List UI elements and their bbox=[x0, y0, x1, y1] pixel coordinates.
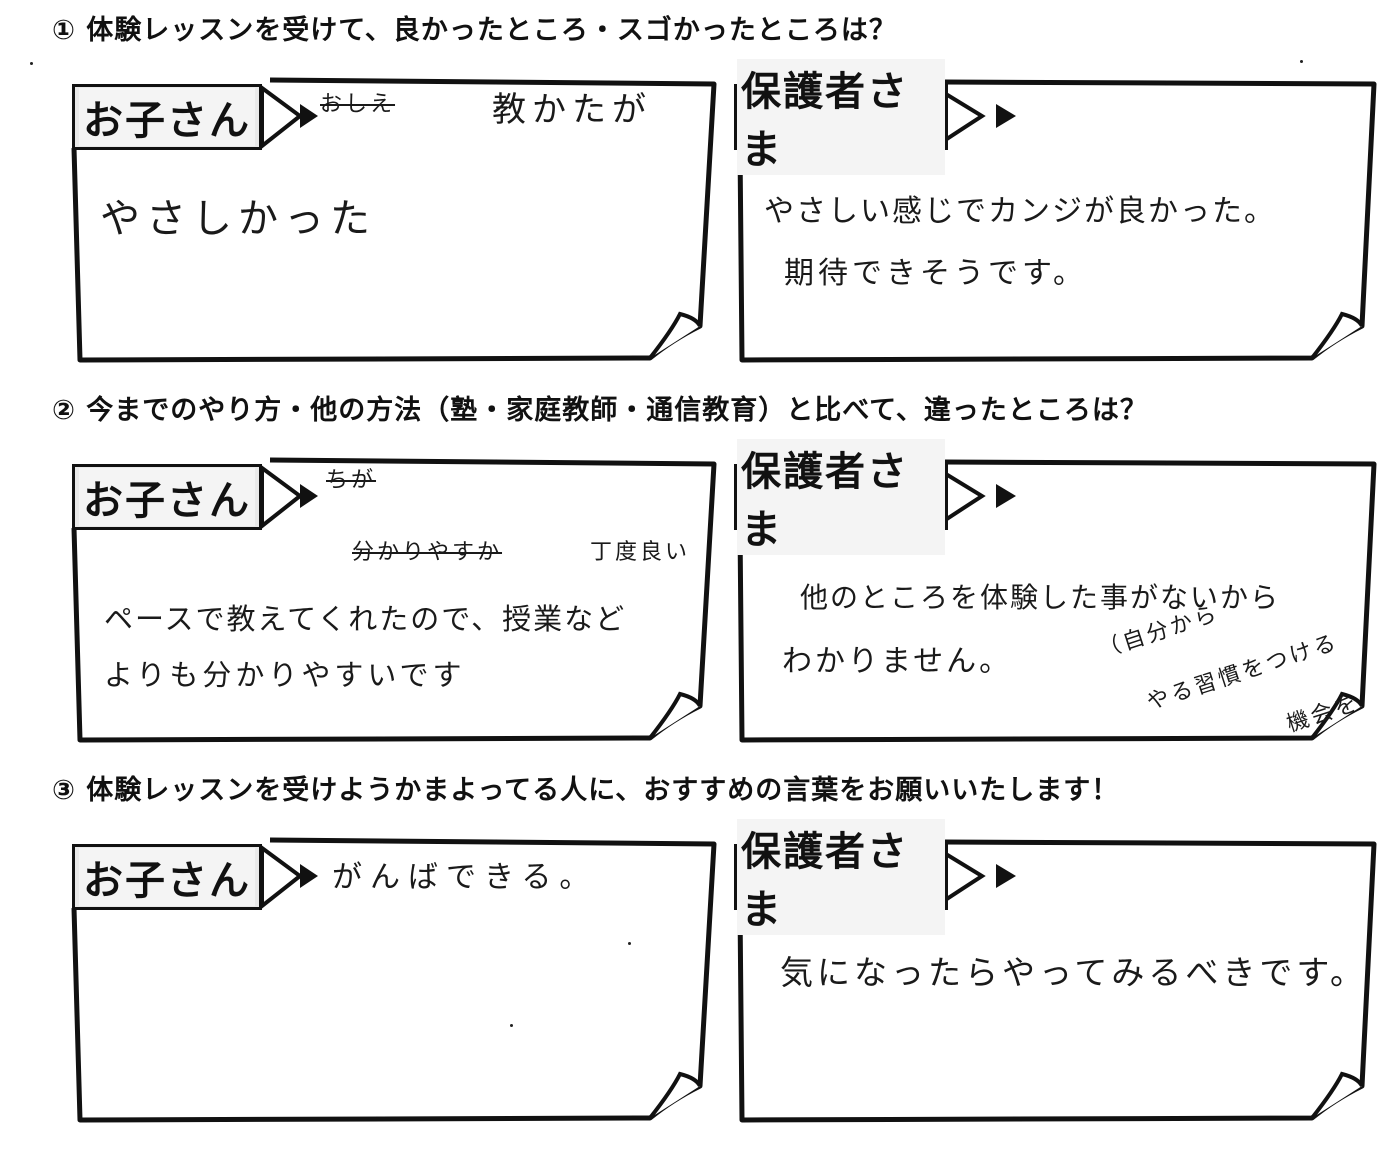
question-3: ③ 体験レッスンを受けようかまよってる人に、おすすめの言葉をお願いいたします！ bbox=[52, 775, 1120, 806]
q1-child-line1: やさしかった bbox=[100, 196, 376, 242]
q1-child-card: お子さん おしえ 教かたが やさしかった bbox=[60, 68, 720, 364]
question-2: ② 今までのやり方・他の方法（塾・家庭教師・通信教育）と比べて、違ったところは？ bbox=[52, 395, 1148, 426]
q1-parent-card: 保護者さま やさしい感じでカンジが良かった。 期待できそうです。 bbox=[722, 59, 1382, 364]
q1-child-struck: おしえ bbox=[320, 92, 396, 117]
q1-child-top: 教かたが bbox=[492, 90, 652, 130]
q2-child-top-struck: 分かりやすか bbox=[352, 540, 503, 565]
q2-parent-card: 保護者さま 他のところを体験した事がないから わかりません。 （自分から やる習… bbox=[722, 439, 1382, 744]
q3-child-card: お子さん がんばできる。 bbox=[60, 828, 720, 1124]
parent-label: 保護者さま bbox=[734, 819, 948, 935]
speck bbox=[628, 942, 631, 945]
q2-child-line2: よりも分かりやすいです bbox=[104, 658, 466, 692]
parent-label: 保護者さま bbox=[734, 59, 948, 175]
child-label: お子さん bbox=[72, 464, 262, 530]
speck bbox=[1300, 60, 1303, 63]
speck bbox=[510, 1024, 513, 1027]
child-label: お子さん bbox=[72, 844, 262, 910]
q3-parent-card: 保護者さま 気になったらやってみるべきです。 bbox=[722, 819, 1382, 1124]
q2-child-struck: ちが bbox=[326, 468, 377, 493]
child-label: お子さん bbox=[72, 84, 262, 150]
speck bbox=[30, 62, 33, 65]
q1-parent-line2: 期待できそうです。 bbox=[784, 256, 1087, 291]
question-1: ① 体験レッスンを受けて、良かったところ・スゴかったところは？ bbox=[52, 15, 897, 46]
q2-child-card: お子さん ちが 分かりやすか 丁度良い ペースで教えてくれたので、授業など より… bbox=[60, 448, 720, 744]
q1-parent-line1: やさしい感じでカンジが良かった。 bbox=[764, 194, 1276, 229]
q2-child-top: 丁度良い bbox=[590, 540, 691, 565]
q2-parent-line1: 他のところを体験した事がないから bbox=[800, 581, 1281, 614]
q2-parent-line2: わかりません。 bbox=[782, 644, 1013, 679]
q3-child-top: がんばできる。 bbox=[332, 860, 598, 895]
q2-child-line1: ペースで教えてくれたので、授業など bbox=[104, 602, 627, 636]
q3-parent-line1: 気になったらやってみるべきです。 bbox=[780, 953, 1368, 992]
parent-label: 保護者さま bbox=[734, 439, 948, 555]
